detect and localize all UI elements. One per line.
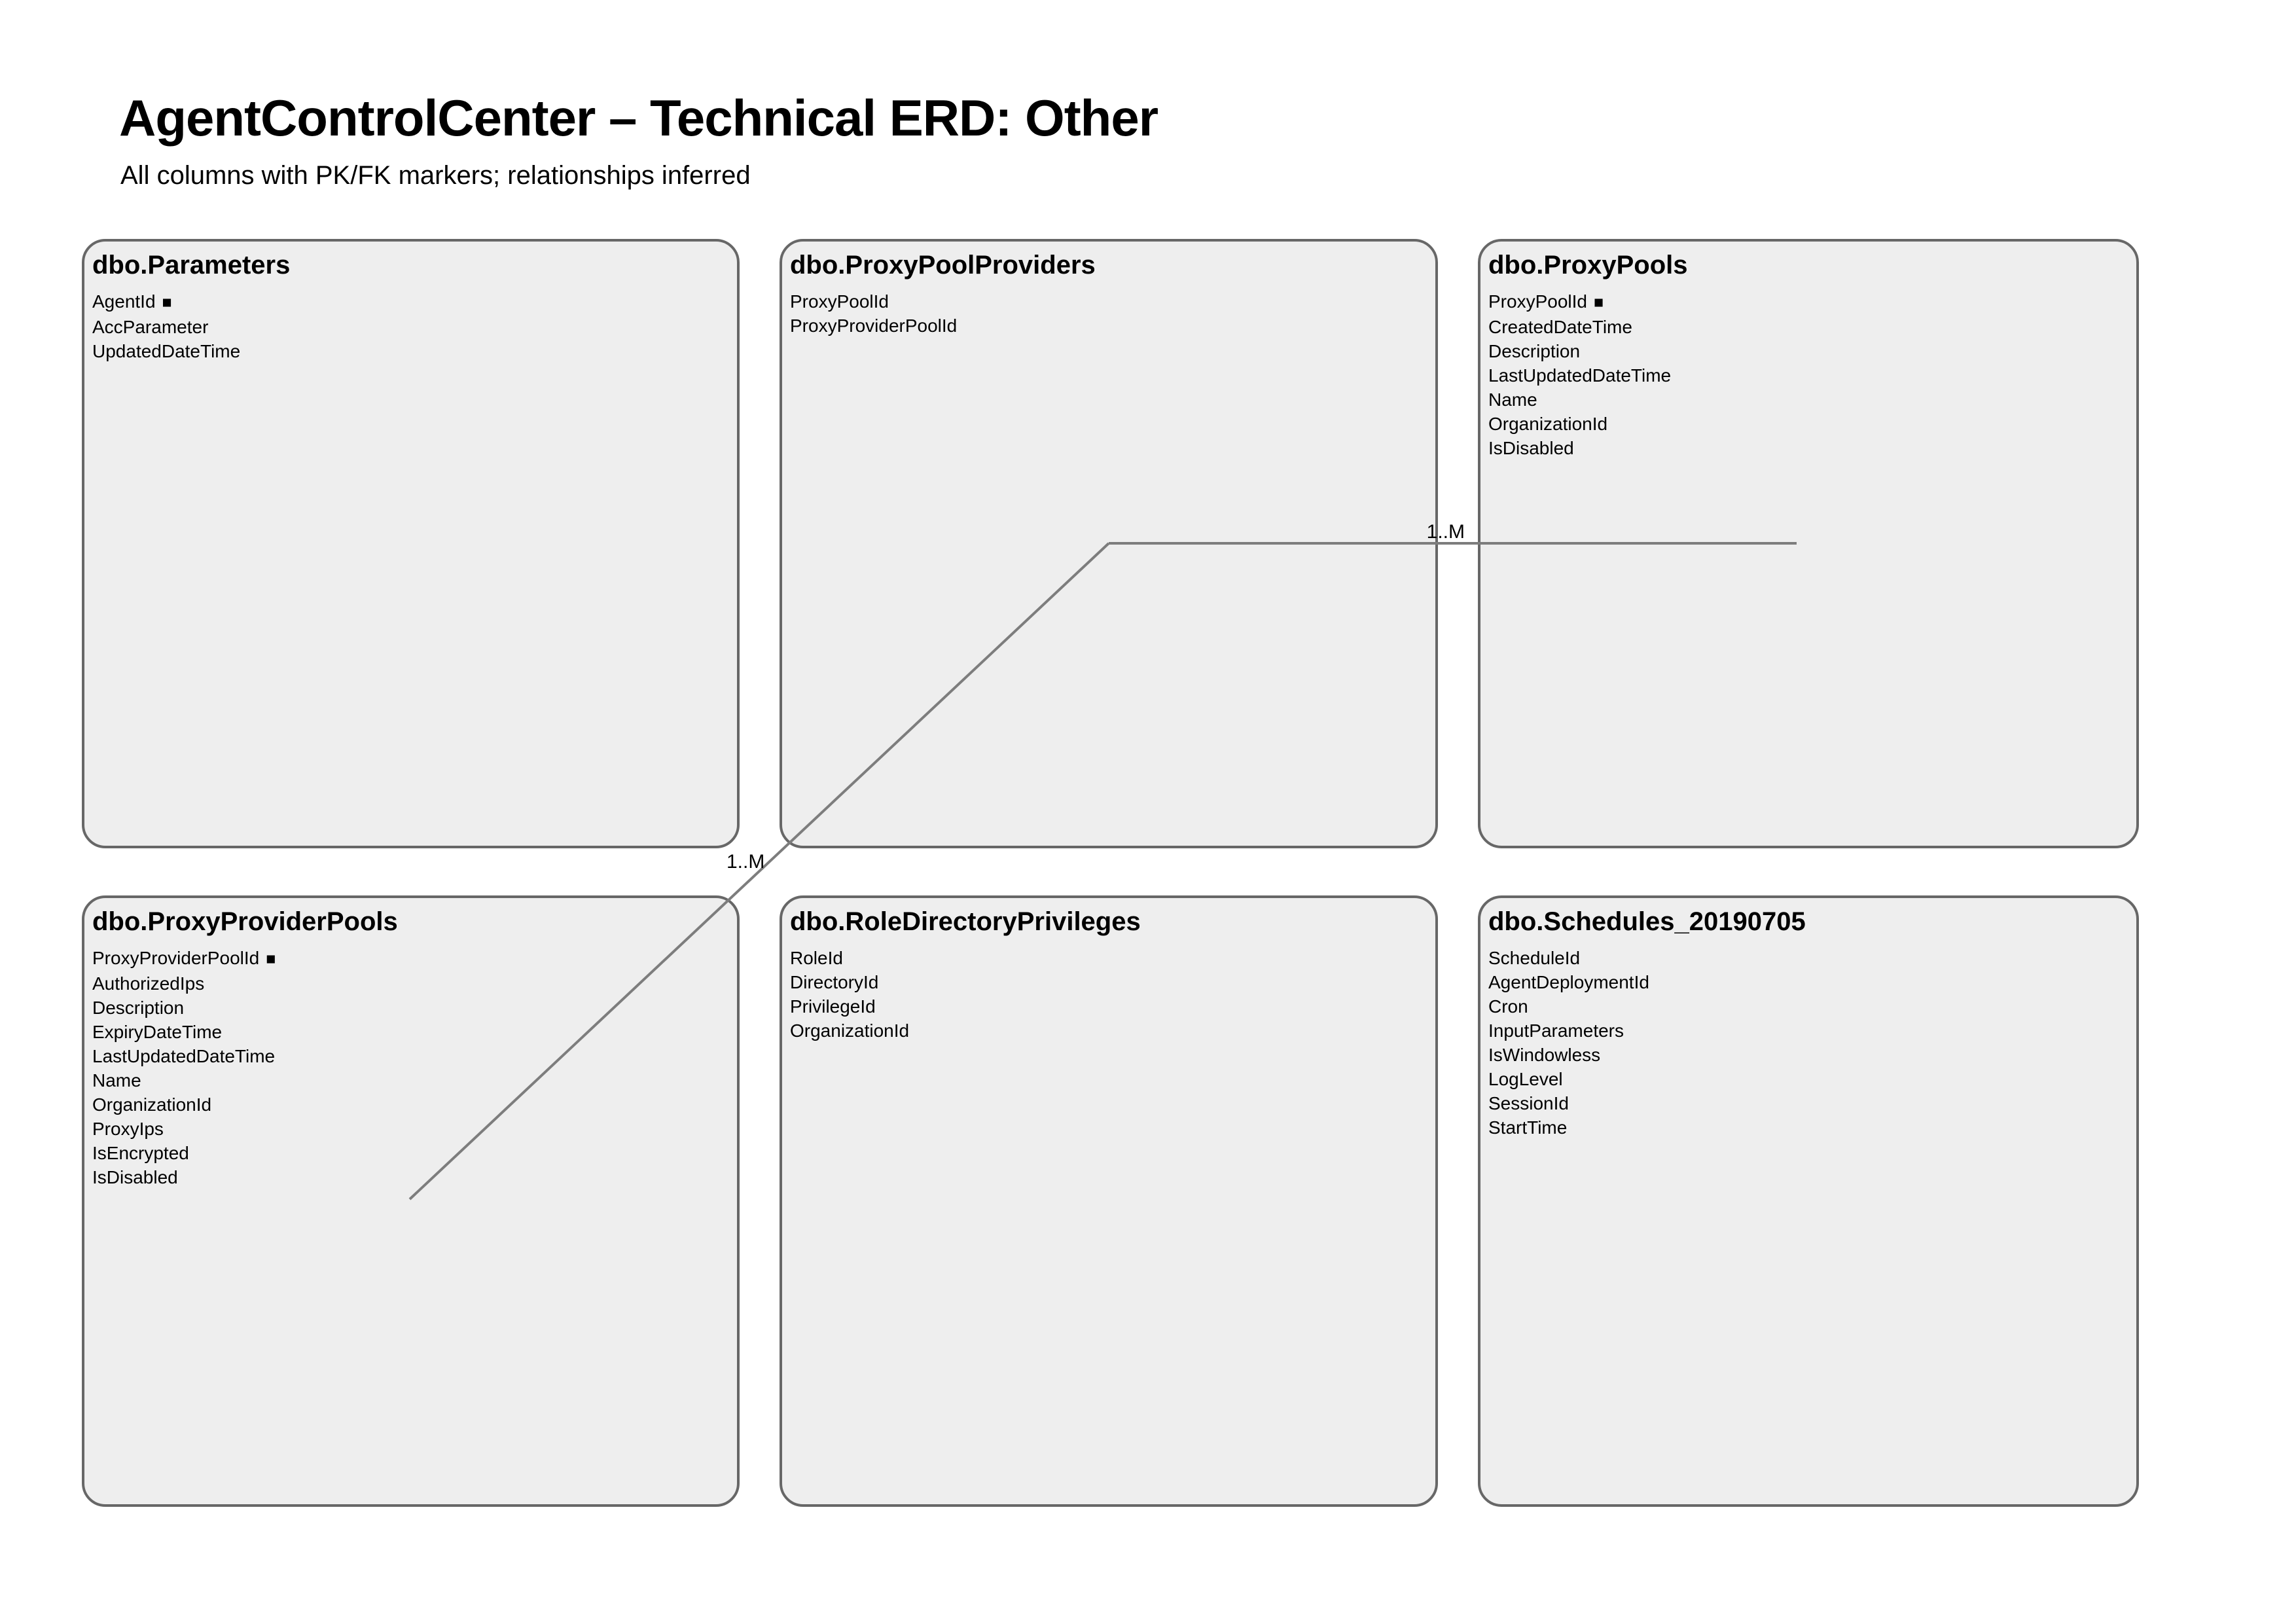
column-row: OrganizationId <box>790 1019 1427 1043</box>
column-row: LastUpdatedDateTime <box>1488 363 2128 388</box>
column-name: PrivilegeId <box>790 996 876 1017</box>
column-name: SessionId <box>1488 1093 1569 1113</box>
column-name: InputParameters <box>1488 1020 1624 1041</box>
column-name: Name <box>1488 389 1537 410</box>
entity-title: dbo.ProxyPools <box>1488 251 1688 280</box>
column-name: Description <box>1488 341 1581 361</box>
entity-title: dbo.ProxyProviderPools <box>92 907 398 936</box>
pk-marker-icon: ■ <box>162 293 172 312</box>
column-name: AgentId <box>92 291 156 312</box>
pk-marker-icon: ■ <box>266 950 276 968</box>
column-name: OrganizationId <box>1488 414 1608 434</box>
column-row: OrganizationId <box>1488 412 2128 436</box>
column-row: AccParameter <box>92 315 729 339</box>
column-row: AgentDeploymentId <box>1488 970 2128 994</box>
column-row: OrganizationId <box>92 1092 729 1117</box>
column-name: AccParameter <box>92 317 209 337</box>
column-row: ProxyProviderPoolId ■ <box>92 946 729 971</box>
column-row: UpdatedDateTime <box>92 339 729 363</box>
column-row: AgentId ■ <box>92 289 729 315</box>
column-name: IsWindowless <box>1488 1045 1601 1065</box>
column-row: RoleId <box>790 946 1427 970</box>
column-row: Name <box>1488 388 2128 412</box>
column-row: IsDisabled <box>92 1165 729 1189</box>
column-row: LastUpdatedDateTime <box>92 1044 729 1068</box>
column-name: CreatedDateTime <box>1488 317 1632 337</box>
column-row: Name <box>92 1068 729 1092</box>
column-name: ProxyPoolId <box>790 291 889 312</box>
column-row: StartTime <box>1488 1115 2128 1140</box>
entity-title: dbo.RoleDirectoryPrivileges <box>790 907 1141 936</box>
column-name: OrganizationId <box>790 1020 910 1041</box>
column-row: Description <box>92 996 729 1020</box>
entity-title: dbo.ProxyPoolProviders <box>790 251 1096 280</box>
column-row: ProxyIps <box>92 1117 729 1141</box>
column-row: Description <box>1488 339 2128 363</box>
column-name: OrganizationId <box>92 1094 212 1115</box>
column-row: CreatedDateTime <box>1488 315 2128 339</box>
column-name: Name <box>92 1070 141 1091</box>
column-name: ExpiryDateTime <box>92 1022 223 1042</box>
pk-marker-icon: ■ <box>1593 293 1604 312</box>
column-name: ProxyProviderPoolId <box>92 948 260 968</box>
column-row: ProxyPoolId <box>790 289 1427 314</box>
column-name: ProxyPoolId <box>1488 291 1587 312</box>
column-row: ExpiryDateTime <box>92 1020 729 1044</box>
column-row: ProxyPoolId ■ <box>1488 289 2128 315</box>
column-row: ScheduleId <box>1488 946 2128 970</box>
column-name: IsDisabled <box>1488 438 1574 458</box>
column-name: LastUpdatedDateTime <box>92 1046 276 1066</box>
column-name: Cron <box>1488 996 1528 1017</box>
column-name: RoleId <box>790 948 843 968</box>
column-name: LastUpdatedDateTime <box>1488 365 1672 386</box>
column-row: ProxyProviderPoolId <box>790 314 1427 338</box>
column-row: IsWindowless <box>1488 1043 2128 1067</box>
column-name: AuthorizedIps <box>92 973 205 994</box>
column-name: StartTime <box>1488 1117 1568 1138</box>
column-row: Cron <box>1488 994 2128 1019</box>
relationship-cardinality-label: 1..M <box>726 851 764 873</box>
column-name: DirectoryId <box>790 972 879 992</box>
column-name: IsEncrypted <box>92 1143 189 1163</box>
column-name: ProxyIps <box>92 1119 164 1139</box>
column-name: Description <box>92 998 185 1018</box>
column-name: IsDisabled <box>92 1167 178 1187</box>
page-title: AgentControlCenter – Technical ERD: Othe… <box>119 89 1158 147</box>
entity-title: dbo.Schedules_20190705 <box>1488 907 1806 936</box>
column-name: ScheduleId <box>1488 948 1581 968</box>
column-name: ProxyProviderPoolId <box>790 316 958 336</box>
column-row: IsEncrypted <box>92 1141 729 1165</box>
column-row: PrivilegeId <box>790 994 1427 1019</box>
column-row: InputParameters <box>1488 1019 2128 1043</box>
column-row: DirectoryId <box>790 970 1427 994</box>
column-row: SessionId <box>1488 1091 2128 1115</box>
column-name: LogLevel <box>1488 1069 1563 1089</box>
entity-title: dbo.Parameters <box>92 251 291 280</box>
column-row: IsDisabled <box>1488 436 2128 460</box>
column-row: AuthorizedIps <box>92 971 729 996</box>
column-name: UpdatedDateTime <box>92 341 241 361</box>
column-row: LogLevel <box>1488 1067 2128 1091</box>
column-name: AgentDeploymentId <box>1488 972 1649 992</box>
page-subtitle: All columns with PK/FK markers; relation… <box>120 161 751 190</box>
